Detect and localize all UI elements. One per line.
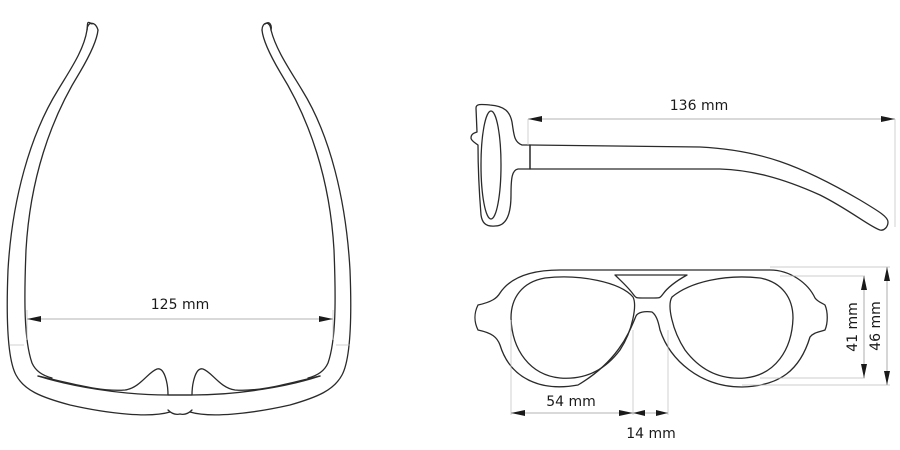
arrow-right-icon [656,410,668,416]
bridge-width-label: 14 mm [626,426,676,442]
front-frame-face [37,375,321,396]
right-lens-outline [669,276,794,379]
arrow-right-icon [619,410,633,416]
top-view: 125 mm [6,21,352,416]
arrow-left-icon [511,410,525,416]
right-temple-outline [189,22,352,416]
lens-width-label: 54 mm [546,394,596,410]
front-frame-outline [474,269,828,388]
arrow-right-icon [319,316,333,322]
left-lens-outline [510,276,636,379]
arrow-left-icon [27,316,41,322]
arrow-left-icon [528,116,542,122]
front-view: 54 mm 14 mm 41 mm 46 mm [474,266,890,442]
bridge-bump [167,409,193,416]
arrow-up-icon [861,276,867,290]
arrow-right-icon [881,116,895,122]
right-temple-inner [261,29,336,379]
top-bar-outline [614,274,688,299]
frame-height-label: 46 mm [868,301,884,351]
front-frame-inner [37,368,321,396]
side-frame-outline [470,103,531,227]
side-temple-outline [529,144,889,231]
arrow-down-icon [861,364,867,378]
arrow-left-icon [633,410,645,416]
right-temple-tip [261,22,272,31]
side-lens-outline [480,110,502,220]
left-temple-inner [24,29,99,379]
side-view: 136 mm [470,98,896,231]
lens-height-label: 41 mm [845,302,861,352]
left-temple-tip [86,22,99,31]
frame-width-label: 125 mm [151,297,209,313]
temple-length-label: 136 mm [670,98,728,114]
arrow-up-icon [884,267,890,281]
arrow-down-icon [884,371,890,385]
left-temple-outline [6,21,171,416]
